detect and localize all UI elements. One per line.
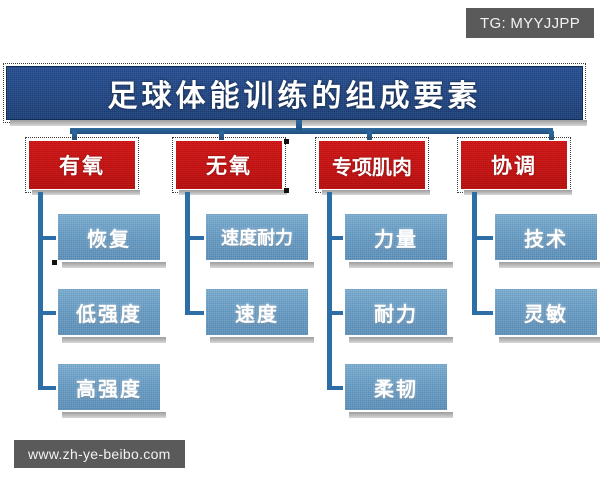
- leaf-strength-shadow: [349, 262, 453, 268]
- branch-4-shadow: [464, 190, 572, 195]
- leaf-high-intensity-shadow: [62, 412, 166, 418]
- leaf-flexibility-shadow: [349, 412, 453, 418]
- branch-box-coordination[interactable]: 协调: [460, 140, 568, 190]
- branch-box-specific-muscle[interactable]: 专项肌肉: [318, 140, 426, 190]
- leaf-box-technique[interactable]: 技术: [493, 212, 599, 262]
- leaf-box-strength[interactable]: 力量: [343, 212, 449, 262]
- connector-drop-3: [367, 131, 372, 142]
- leaf-speed-shadow: [210, 337, 314, 343]
- branch-2-shadow: [179, 190, 287, 195]
- root-title-box[interactable]: 足球体能训练的组成要素: [6, 66, 583, 120]
- connector-branch-col3-row2: [329, 311, 349, 315]
- connector-drop-4: [549, 131, 554, 142]
- branch-3-shadow: [322, 190, 430, 195]
- leaf-box-speed[interactable]: 速度: [204, 287, 310, 337]
- connector-root-stem: [296, 120, 302, 130]
- connector-drop-2: [219, 131, 224, 142]
- connector-trunk-col1: [38, 192, 43, 390]
- leaf-low-intensity-shadow: [62, 337, 166, 343]
- leaf-box-agility[interactable]: 灵敏: [493, 287, 599, 337]
- leaf-box-high-intensity[interactable]: 高强度: [56, 362, 162, 412]
- connector-trunk-col3: [327, 192, 332, 390]
- branch-box-anaerobic[interactable]: 无氧: [175, 140, 283, 190]
- leaf-technique-shadow: [499, 262, 600, 268]
- connector-branch-col3-row1: [329, 236, 349, 240]
- leaf-box-flexibility[interactable]: 柔韧: [343, 362, 449, 412]
- connector-branch-col1-row2: [40, 311, 60, 315]
- telegram-watermark-badge: TG: MYYJJPP: [466, 8, 594, 38]
- website-watermark-badge: www.zh-ye-beibo.com: [14, 440, 185, 468]
- connector-branch-col2-row1: [187, 236, 207, 240]
- connector-branch-col4-row2: [474, 311, 494, 315]
- leaf-recovery-handle-bl[interactable]: [52, 260, 57, 265]
- branch-box-aerobic[interactable]: 有氧: [28, 140, 136, 190]
- connector-root-bus: [70, 128, 553, 134]
- leaf-endurance-shadow: [349, 337, 453, 343]
- connector-branch-col4-row1: [474, 236, 494, 240]
- branch-2-handle-tr[interactable]: [284, 139, 289, 144]
- connector-trunk-col4: [472, 192, 477, 315]
- leaf-box-speed-endurance[interactable]: 速度耐力: [204, 212, 310, 262]
- connector-drop-1: [72, 131, 77, 142]
- connector-branch-col1-row3: [40, 386, 60, 390]
- connector-branch-col3-row3: [329, 386, 349, 390]
- connector-trunk-col2: [185, 192, 190, 315]
- branch-1-shadow: [32, 190, 140, 195]
- leaf-box-endurance[interactable]: 耐力: [343, 287, 449, 337]
- leaf-agility-shadow: [499, 337, 600, 343]
- connector-branch-col2-row2: [187, 311, 207, 315]
- leaf-box-low-intensity[interactable]: 低强度: [56, 287, 162, 337]
- leaf-box-recovery[interactable]: 恢复: [56, 212, 162, 262]
- leaf-speed-endurance-shadow: [210, 262, 314, 268]
- connector-branch-col1-row1: [40, 236, 60, 240]
- leaf-recovery-shadow: [62, 262, 166, 268]
- branch-2-handle-br[interactable]: [284, 188, 289, 193]
